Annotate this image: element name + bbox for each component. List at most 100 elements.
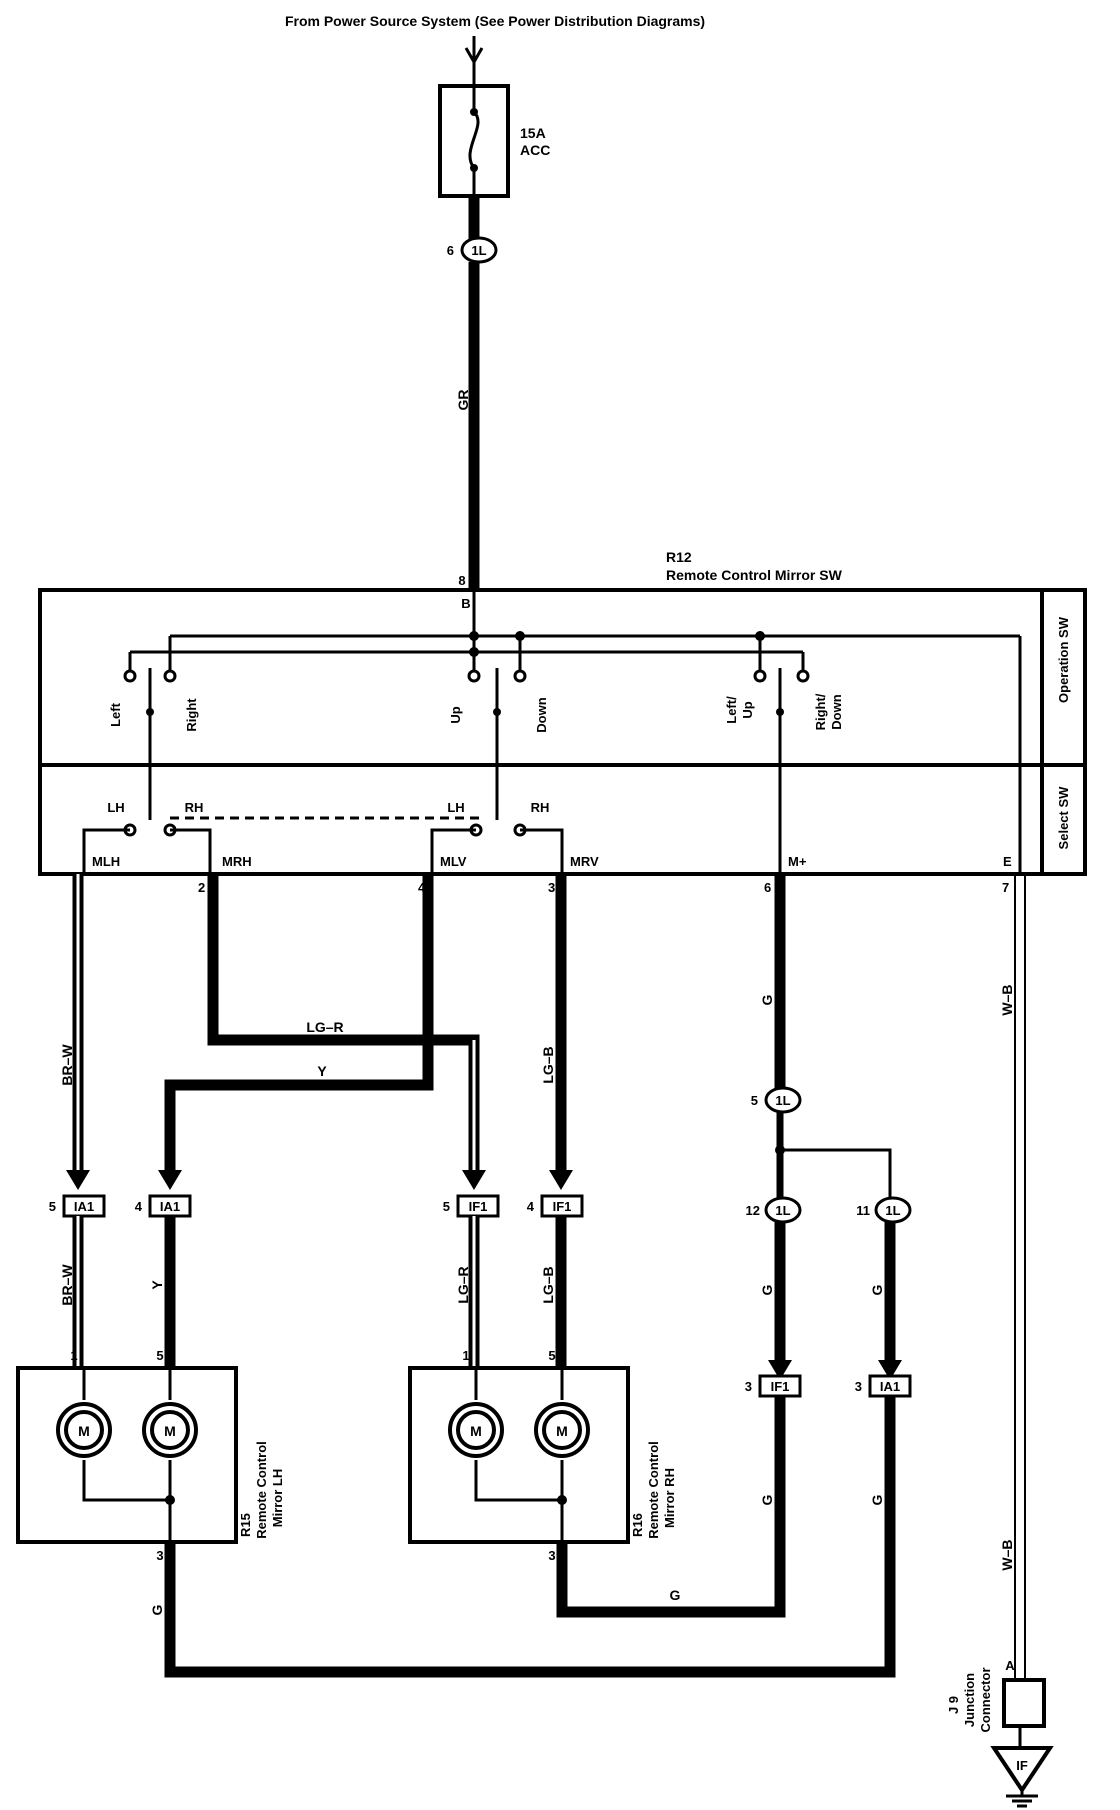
wire-lg-b	[549, 874, 573, 1190]
pin-mlv: 4	[418, 880, 426, 895]
wire-g-label-3: G	[869, 1284, 885, 1295]
position-left-up-2: Up	[740, 701, 755, 718]
select-switch-internals	[82, 790, 564, 874]
mirror-lh-motor-1	[56, 1402, 112, 1458]
pin-mrh: 2	[198, 880, 205, 895]
wire-g-lh-return	[164, 1396, 896, 1678]
wire-g-rh-return	[556, 1396, 786, 1618]
select-lh-1: LH	[107, 800, 124, 815]
connector-j11-id: 1L	[885, 1203, 900, 1218]
wire-lg-r-label-1: LG–R	[306, 1019, 343, 1035]
mirror-lh-name-2: Mirror LH	[270, 1469, 285, 1528]
operation-sw-label: Operation SW	[1056, 616, 1071, 703]
wire-g-split	[775, 1112, 892, 1200]
ground-symbol	[990, 1746, 1054, 1794]
mirror-rh-motor-1	[448, 1402, 504, 1458]
source-arrow	[464, 36, 484, 88]
ground-id: IF	[1016, 1758, 1028, 1773]
wire-w-b	[1014, 874, 1026, 1680]
switch-id: R12	[666, 549, 692, 565]
wire-g-label-4: G	[149, 1604, 165, 1615]
select-rh-2: RH	[531, 800, 550, 815]
wire-g-label-7: G	[759, 1494, 775, 1505]
wire-gr-label: GR	[455, 390, 471, 411]
terminal-e: E	[1003, 854, 1012, 869]
connector-ia1-c-id: IA1	[880, 1379, 900, 1394]
operation-switch-internals	[123, 590, 1022, 874]
wire-w-b-label-2: W–B	[999, 1539, 1015, 1570]
mirror-rh-box	[408, 1366, 630, 1544]
connector-if1-c-pin: 3	[745, 1379, 752, 1394]
mirror-rh-name-2: Mirror RH	[662, 1468, 677, 1528]
pin-mrv: 3	[548, 880, 555, 895]
connector-if1-a-id: IF1	[469, 1199, 488, 1214]
position-right: Right	[184, 698, 199, 732]
select-rh-1: RH	[185, 800, 204, 815]
wire-w-b-label-1: W–B	[999, 984, 1015, 1015]
mirror-rh-motor-2	[534, 1402, 590, 1458]
wire-g-label-5: G	[869, 1494, 885, 1505]
mirror-lh-pin-3: 3	[156, 1548, 163, 1563]
wire-lg-r-label-2: LG–R	[455, 1266, 471, 1303]
mirror-rh-pin-1: 1	[462, 1348, 469, 1363]
wire-br-w-label-1: BR–W	[59, 1044, 75, 1086]
wire-g-label-1: G	[759, 994, 775, 1005]
mirror-lh-name-1: Remote Control	[254, 1441, 269, 1539]
mirror-rh-motor-2-label: M	[556, 1423, 568, 1439]
switch-name: Remote Control Mirror SW	[666, 567, 843, 583]
connector-if1-b-id: IF1	[553, 1199, 572, 1214]
select-sw-label: Select SW	[1056, 786, 1071, 850]
wire-lg-b-label-1: LG–B	[540, 1046, 556, 1083]
mirror-lh-motor-2	[142, 1402, 198, 1458]
connector-ia1-c-pin: 3	[855, 1379, 862, 1394]
connector-j12-id: 1L	[775, 1203, 790, 1218]
terminal-mlv: MLV	[440, 854, 467, 869]
position-right-down-1: Right/	[813, 693, 828, 730]
mirror-lh-id: R15	[238, 1513, 253, 1537]
terminal-mrh: MRH	[222, 854, 252, 869]
connector-ia1-b-id: IA1	[160, 1199, 180, 1214]
position-right-down-2: Down	[829, 694, 844, 729]
wire-y-label-1: Y	[317, 1063, 327, 1079]
connector-j5-pin: 5	[751, 1093, 758, 1108]
connector-ia1-a	[62, 1194, 106, 1218]
wire-g-to-if1	[768, 1222, 792, 1380]
junction-id: J 9	[946, 1696, 961, 1714]
mirror-lh-motor-2-label: M	[164, 1423, 176, 1439]
connector-1l-top-pin: 6	[447, 243, 454, 258]
connector-j11-pin: 11	[856, 1203, 870, 1218]
ground-earth-icon	[1006, 1790, 1038, 1808]
source-label: From Power Source System (See Power Dist…	[285, 13, 705, 29]
connector-ia1-b-pin: 4	[135, 1199, 143, 1214]
terminal-m-plus: M+	[788, 854, 807, 869]
fuse-rating: 15A	[520, 125, 546, 141]
wire-g-to-ia1	[878, 1222, 902, 1380]
connector-if1-c-id: IF1	[771, 1379, 790, 1394]
connector-1l-top-id: 1L	[471, 243, 486, 258]
wire-y-label-2: Y	[149, 1280, 165, 1290]
select-lh-2: LH	[447, 800, 464, 815]
terminal-mlh: MLH	[92, 854, 120, 869]
junction-name-2: Connector	[978, 1668, 993, 1733]
mirror-rh-pin-5: 5	[548, 1348, 555, 1363]
connector-ia1-a-id: IA1	[74, 1199, 94, 1214]
mirror-lh-pin-5: 5	[156, 1348, 163, 1363]
connector-if1-b-pin: 4	[527, 1199, 535, 1214]
terminal-mrv: MRV	[570, 854, 599, 869]
switch-pin-b: 8	[458, 573, 465, 588]
wire-br-w	[66, 874, 90, 1190]
mirror-lh-pin-1: 1	[70, 1348, 77, 1363]
connector-j5-id: 1L	[775, 1093, 790, 1108]
wire-br-w-label-2: BR–W	[59, 1264, 75, 1306]
position-up: Up	[448, 706, 463, 723]
position-left-up-1: Left/	[724, 696, 739, 724]
wire-lg-b-label-2: LG–B	[540, 1266, 556, 1303]
wire-g-label-2: G	[759, 1284, 775, 1295]
mirror-lh-motor-1-label: M	[78, 1423, 90, 1439]
mirror-rh-name-1: Remote Control	[646, 1441, 661, 1539]
mirror-rh-id: R16	[630, 1513, 645, 1537]
connector-ia1-a-pin: 5	[49, 1199, 56, 1214]
position-down: Down	[534, 697, 549, 732]
wire-y	[158, 874, 434, 1190]
